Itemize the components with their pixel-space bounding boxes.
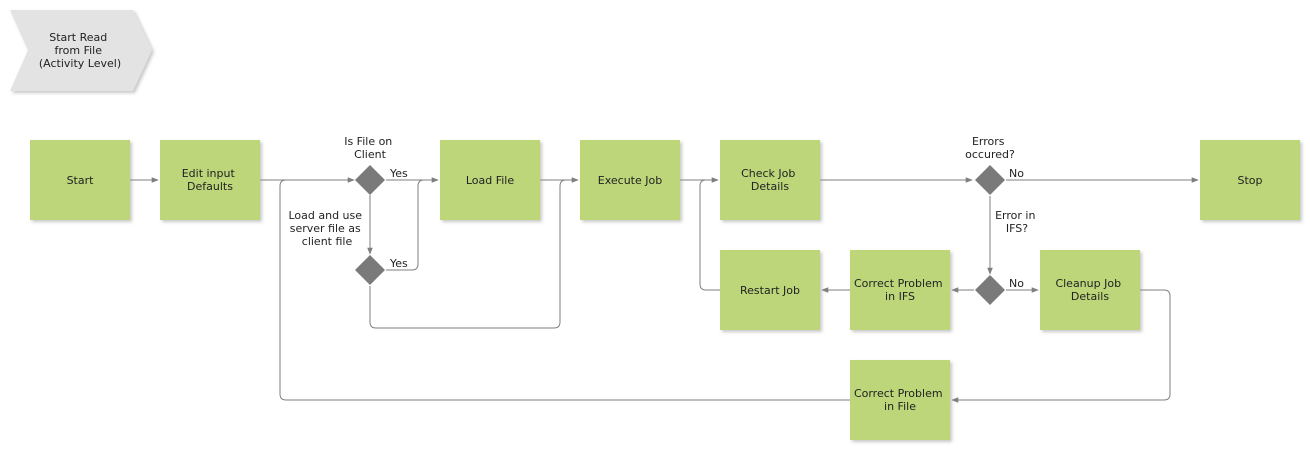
decision-label-line: Errors bbox=[972, 135, 1005, 148]
node-start-label: Start bbox=[67, 174, 95, 187]
edge-server-yes-up bbox=[386, 179, 425, 271]
decision-label-line: client file bbox=[302, 235, 353, 248]
node-edit-input-defaults[interactable]: Edit input Defaults bbox=[160, 140, 260, 220]
node-label-line: Edit input bbox=[182, 167, 236, 180]
node-correct-problem-file[interactable]: Correct Problem in File bbox=[850, 360, 950, 440]
svg-text:Start: Start bbox=[67, 174, 95, 187]
decision-label-line: Is File on bbox=[344, 135, 392, 148]
node-label-line: Details bbox=[751, 180, 789, 193]
node-check-job-details[interactable]: Check Job Details bbox=[720, 140, 820, 220]
node-label-line: Check Job bbox=[741, 167, 795, 180]
svg-text:Restart Job: Restart Job bbox=[740, 284, 800, 297]
svg-text:Check Job Details: Check Job Details bbox=[741, 167, 799, 193]
decision-label-load-server-file: Load and use server file as client file bbox=[288, 209, 365, 248]
decision-label-line: Client bbox=[354, 148, 387, 161]
edge-correct-file-loop bbox=[279, 179, 850, 401]
header-title-line: (Activity Level) bbox=[39, 57, 121, 70]
edge-restart-loop bbox=[699, 179, 720, 291]
node-label-line: in IFS bbox=[885, 290, 915, 303]
header-title-line: Start Read bbox=[49, 31, 107, 44]
decision-label-error-in-ifs: Error in IFS? bbox=[995, 209, 1039, 235]
node-label-line: Defaults bbox=[187, 180, 233, 193]
node-correct-problem-ifs[interactable]: Correct Problem in IFS bbox=[850, 250, 950, 330]
decision-label-line: Error in bbox=[995, 209, 1035, 222]
decision-label-line: server file as bbox=[290, 222, 361, 235]
decision-label-is-file-on-client: Is File on Client bbox=[344, 135, 396, 161]
svg-text:Execute Job: Execute Job bbox=[598, 174, 662, 187]
decision-is-file-on-client[interactable] bbox=[355, 165, 385, 195]
decision-label-line: occured? bbox=[965, 148, 1015, 161]
node-execute-job[interactable]: Execute Job bbox=[580, 140, 680, 220]
node-label-line: Load File bbox=[466, 174, 515, 187]
header-chevron: Start Read from File (Activity Level) bbox=[10, 10, 152, 91]
connectors bbox=[130, 177, 1199, 403]
node-label-line: Details bbox=[1071, 290, 1109, 303]
edge-cleanup-to-correct-file bbox=[951, 289, 1171, 403]
edge-server-down-to-execute bbox=[369, 179, 567, 329]
header-title: Start Read from File (Activity Level) bbox=[39, 31, 121, 70]
decision-label-errors-occured: Errors occured? bbox=[965, 135, 1015, 161]
node-restart-job[interactable]: Restart Job bbox=[720, 250, 820, 330]
node-label-line: Cleanup Job bbox=[1055, 277, 1121, 290]
edge-label-yes: Yes bbox=[389, 167, 408, 180]
node-label-line: Restart Job bbox=[740, 284, 800, 297]
svg-text:Correct Problem in IFS: Correct Problem in IFS bbox=[854, 277, 946, 303]
decision-error-in-ifs[interactable] bbox=[975, 275, 1005, 305]
edge-label-yes: Yes bbox=[389, 257, 408, 270]
decision-label-line: Load and use bbox=[288, 209, 362, 222]
decision-errors-occured[interactable] bbox=[975, 165, 1005, 195]
svg-text:Edit input Defaults: Edit input Defaults bbox=[182, 167, 239, 193]
node-label-line: in File bbox=[884, 400, 916, 413]
node-label-line: Execute Job bbox=[598, 174, 662, 187]
node-stop[interactable]: Stop bbox=[1200, 140, 1300, 220]
node-cleanup-job-details[interactable]: Cleanup Job Details bbox=[1040, 250, 1140, 330]
svg-text:Stop: Stop bbox=[1237, 174, 1262, 187]
header-title-line: from File bbox=[54, 44, 102, 57]
svg-text:Correct Problem in File: Correct Problem in File bbox=[854, 387, 946, 413]
node-load-file[interactable]: Load File bbox=[440, 140, 540, 220]
node-label-line: Correct Problem bbox=[854, 277, 943, 290]
node-start[interactable]: Start bbox=[30, 140, 130, 220]
svg-text:Cleanup Job Details: Cleanup Job Details bbox=[1055, 277, 1124, 303]
edge-label-no: No bbox=[1009, 167, 1024, 180]
node-label-line: Stop bbox=[1237, 174, 1262, 187]
decision-label-line: IFS? bbox=[1006, 222, 1028, 235]
svg-text:Load File: Load File bbox=[466, 174, 515, 187]
node-label-line: Correct Problem bbox=[854, 387, 943, 400]
decision-load-server-file[interactable] bbox=[355, 255, 385, 285]
edge-label-no: No bbox=[1009, 277, 1024, 290]
